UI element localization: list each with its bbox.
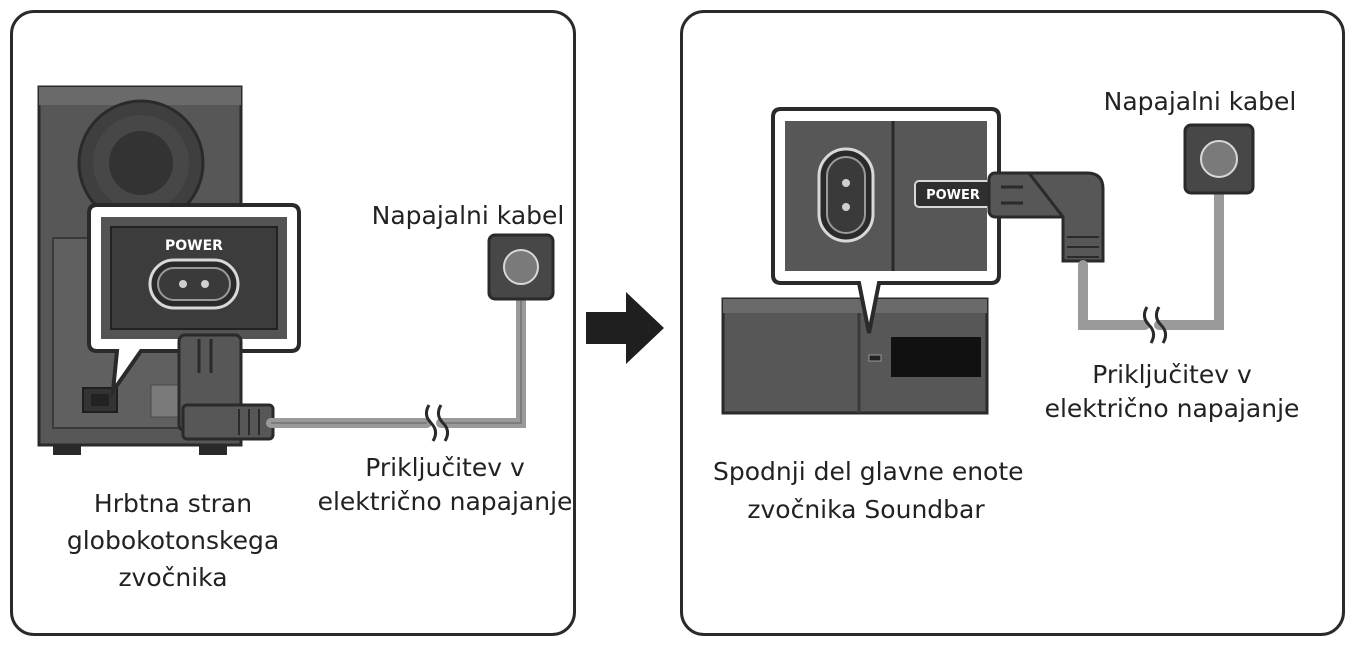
soundbar-bottom-icon xyxy=(721,297,989,415)
device-label-line-2: globokotonskega xyxy=(66,526,280,555)
power-cable xyxy=(266,294,526,428)
left-panel: POWER Napajalni kabel xyxy=(10,10,576,636)
callout-bubble: POWER xyxy=(771,107,1001,334)
power-socket-icon xyxy=(148,258,240,310)
right-arrow-icon xyxy=(586,292,664,364)
outlet-label-line-1: Priključitev v xyxy=(1092,360,1252,389)
outlet-label: Priključitev v električno napajanje xyxy=(1039,358,1305,426)
soundbar-connection-illustration: POWER xyxy=(721,107,1255,415)
cable-break-icon xyxy=(1142,306,1168,344)
power-jack-label: POWER xyxy=(926,188,980,203)
cable-label: Napajalni kabel xyxy=(363,199,573,233)
power-plug-icon xyxy=(177,333,275,441)
device-label: Hrbtna stran globokotonskega zvočnika xyxy=(53,485,293,596)
device-label-line-1: Spodnji del glavne enote xyxy=(713,457,1024,486)
power-jack-label: POWER xyxy=(165,238,223,254)
outlet-label-line-2: električno napajanje xyxy=(317,487,573,516)
outlet-label-line-2: električno napajanje xyxy=(1044,394,1300,423)
power-plug-icon xyxy=(987,171,1105,263)
cable-label-text: Napajalni kabel xyxy=(371,201,565,230)
cable-break-icon xyxy=(424,404,450,442)
device-label: Spodnji del glavne enote zvočnika Soundb… xyxy=(713,453,1024,529)
wall-outlet-icon xyxy=(1183,123,1255,195)
wall-outlet-icon xyxy=(487,233,555,301)
cable-label-text: Napajalni kabel xyxy=(1103,87,1297,116)
right-panel: POWER Napajalni kabel Priključitev v ele… xyxy=(680,10,1345,636)
outlet-label: Priključitev v električno napajanje xyxy=(313,451,577,519)
power-socket-icon xyxy=(817,147,875,243)
subwoofer-connection-illustration: POWER xyxy=(37,85,555,455)
callout-bubble: POWER xyxy=(87,203,301,399)
power-cable xyxy=(1078,184,1224,330)
device-label-line-1: Hrbtna stran xyxy=(93,489,253,518)
cable-label: Napajalni kabel xyxy=(1085,85,1315,119)
device-label-line-3: zvočnika xyxy=(118,563,228,592)
device-label-line-2: zvočnika Soundbar xyxy=(747,495,985,524)
outlet-label-line-1: Priključitev v xyxy=(365,453,525,482)
